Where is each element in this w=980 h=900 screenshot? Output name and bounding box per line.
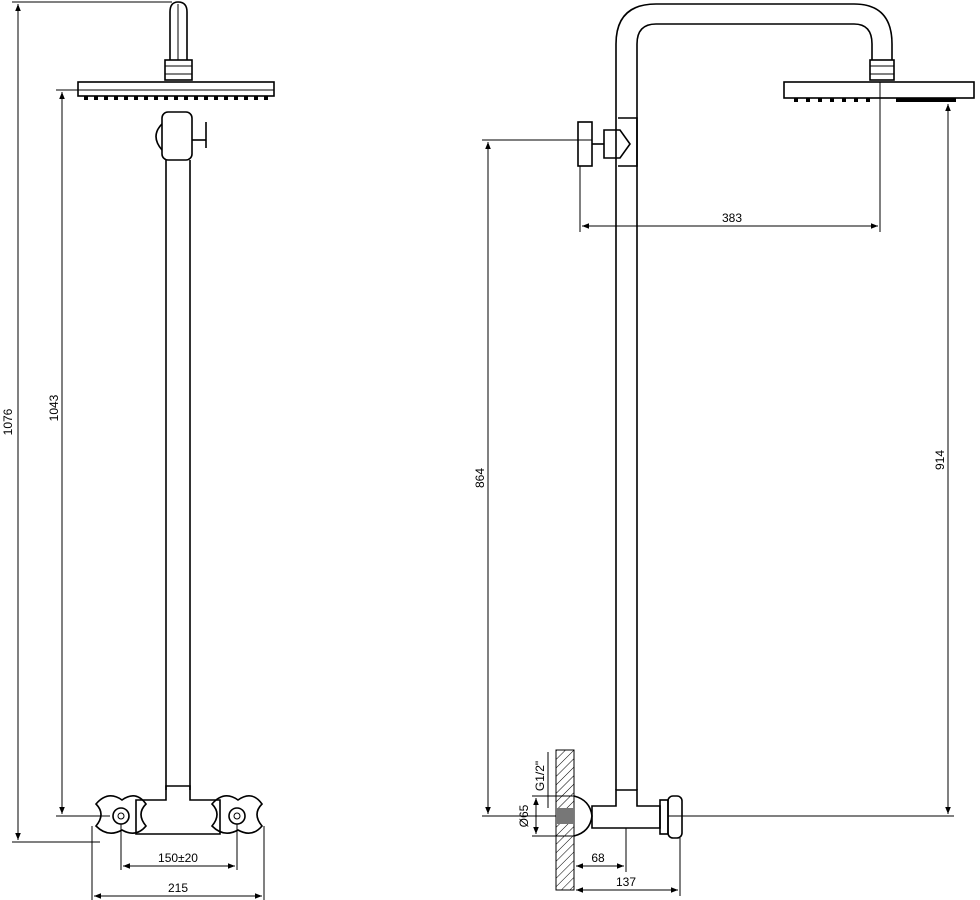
front-diverter-body xyxy=(161,111,193,161)
front-view xyxy=(77,1,275,835)
dim-rod-height: 1043 xyxy=(47,394,61,421)
side-wall-insert xyxy=(556,808,574,824)
dim-wall-depth: 68 xyxy=(591,851,605,865)
side-diverter xyxy=(577,117,638,167)
side-view xyxy=(555,3,975,891)
dim-mixer-to-head: 914 xyxy=(933,450,947,470)
front-shower-nozzles xyxy=(84,96,268,100)
side-handle xyxy=(659,795,683,839)
dim-arm-reach: 383 xyxy=(722,211,742,225)
dim-mixer-to-arm: 864 xyxy=(473,468,487,488)
side-head-nut xyxy=(869,59,895,81)
side-riser-arm xyxy=(615,3,893,790)
front-mixer-body xyxy=(135,785,221,835)
dim-total-depth: 137 xyxy=(616,875,636,889)
front-head-nut xyxy=(164,59,193,81)
side-dimensions: 383 864 914 Ø65 G1/2" 68 137 xyxy=(473,98,954,896)
dim-escutcheon-diameter: Ø65 xyxy=(517,804,531,827)
front-dimensions: 1076 1043 150±20 215 xyxy=(1,1,265,900)
side-shower-nozzles xyxy=(794,98,956,102)
front-shower-head xyxy=(77,81,275,97)
side-shower-head xyxy=(783,81,975,99)
dim-overall-height: 1076 xyxy=(1,408,15,435)
front-top-bend xyxy=(169,1,188,60)
dim-valve-spacing: 150±20 xyxy=(158,851,198,865)
dim-mixer-width: 215 xyxy=(168,881,188,895)
dim-thread-size: G1/2" xyxy=(533,761,547,791)
side-mixer-body xyxy=(591,789,661,829)
side-escutcheon xyxy=(573,795,593,837)
